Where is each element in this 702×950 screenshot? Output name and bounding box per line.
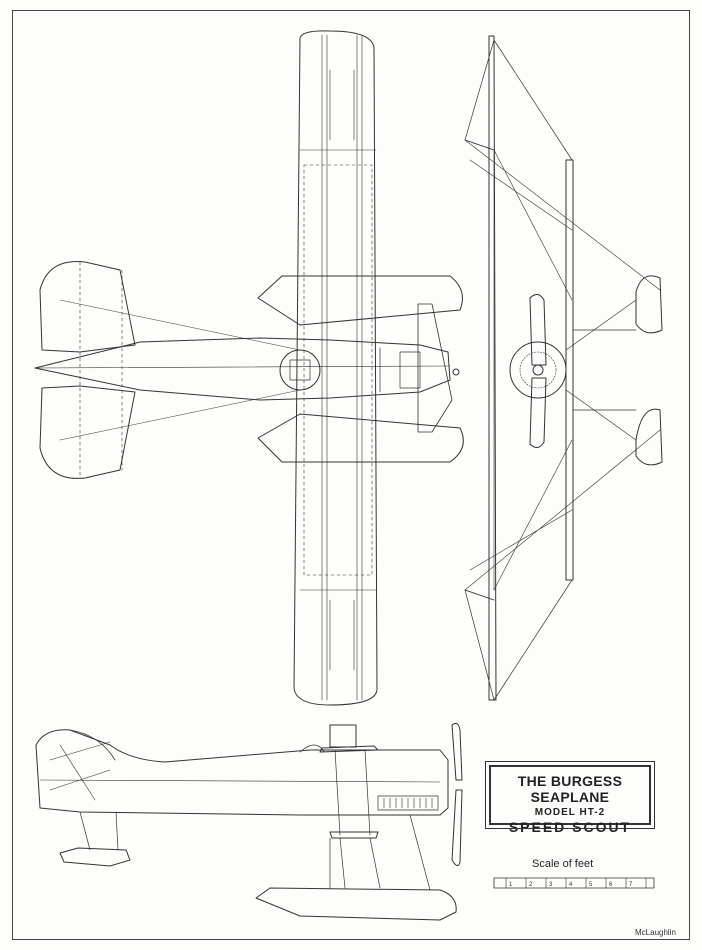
side-view-tail-bracing xyxy=(49,741,111,801)
plan-view xyxy=(34,30,464,706)
plan-view-prop-hub xyxy=(452,368,460,376)
front-view-bracing xyxy=(464,139,661,591)
front-view-engine-ring xyxy=(509,341,567,399)
side-view-engine-cowl xyxy=(377,795,439,811)
drawing-frame xyxy=(12,10,690,940)
side-view xyxy=(35,722,463,921)
title-line-3: SPEED SCOUT xyxy=(508,819,632,835)
side-view-float-struts xyxy=(329,814,431,891)
front-view-prop-hub xyxy=(532,364,544,376)
plan-view-engine xyxy=(417,303,453,433)
front-view-float-lower xyxy=(635,408,663,466)
side-view-fuselage-line xyxy=(39,779,441,783)
side-view-tail-float xyxy=(59,847,131,867)
side-view-propeller xyxy=(451,722,463,866)
plan-view-wing xyxy=(293,30,378,706)
plan-view-strut-line xyxy=(329,69,355,671)
draftsman-signature: McLaughlin xyxy=(634,928,677,937)
plan-view-tail-brace xyxy=(59,299,301,441)
front-view-propeller xyxy=(529,294,547,448)
scale-tick-5: 5 xyxy=(589,882,593,888)
scale-tick-2: 2 xyxy=(529,882,533,888)
title-line-1: THE BURGESS SEAPLANE xyxy=(517,773,623,805)
side-view-struts xyxy=(334,749,371,836)
scale-tick-1: 1 xyxy=(509,882,513,888)
plan-view-wing-spar xyxy=(321,34,363,701)
plan-view-elevator-hinge xyxy=(79,261,123,479)
plan-view-float-upper xyxy=(257,275,463,326)
plan-view-fuselage xyxy=(34,337,451,401)
side-view-lower-wing xyxy=(329,831,379,839)
front-view-float-struts xyxy=(565,299,637,441)
plan-view-cockpit xyxy=(279,349,321,391)
side-view-fuselage xyxy=(35,729,449,816)
scale-tick-4: 4 xyxy=(569,882,573,888)
scale-tick-7: 7 xyxy=(629,882,633,888)
side-view-cowl-vents xyxy=(383,797,433,809)
side-view-upper-wing xyxy=(319,745,379,753)
title-line-2: MODEL HT-2 xyxy=(534,807,606,818)
front-view-engine-inner xyxy=(519,351,557,389)
side-view-cabane xyxy=(329,724,357,748)
plan-view-stabilizer-lower xyxy=(39,385,136,479)
plan-view-fuselage-centerline xyxy=(34,365,451,369)
front-view-lower-wing xyxy=(565,159,574,581)
front-view-struts xyxy=(464,139,495,601)
side-view-cockpit xyxy=(299,744,325,753)
scale-label: Scale of feet xyxy=(532,858,594,870)
side-view-main-float xyxy=(255,887,457,921)
scale-tick-3: 3 xyxy=(549,882,553,888)
plan-view-stabilizer-upper xyxy=(39,261,136,353)
plan-view-float-lower xyxy=(257,413,464,463)
scale-tick-6: 6 xyxy=(609,882,613,888)
front-view-float-upper xyxy=(635,275,663,334)
title-block: THE BURGESS SEAPLANE MODEL HT-2 SPEED SC… xyxy=(485,761,655,835)
plan-view-wing-aileron-line xyxy=(299,149,377,591)
front-view xyxy=(464,35,663,701)
scale-bar-graphic: 1 2 3 4 5 6 7 xyxy=(493,877,655,889)
plan-view-cockpit-inner xyxy=(289,359,311,381)
front-view-upper-wing xyxy=(488,35,497,701)
side-view-fin xyxy=(69,729,116,761)
side-view-tail-float-struts xyxy=(79,811,119,851)
plan-view-cowling xyxy=(379,347,421,393)
